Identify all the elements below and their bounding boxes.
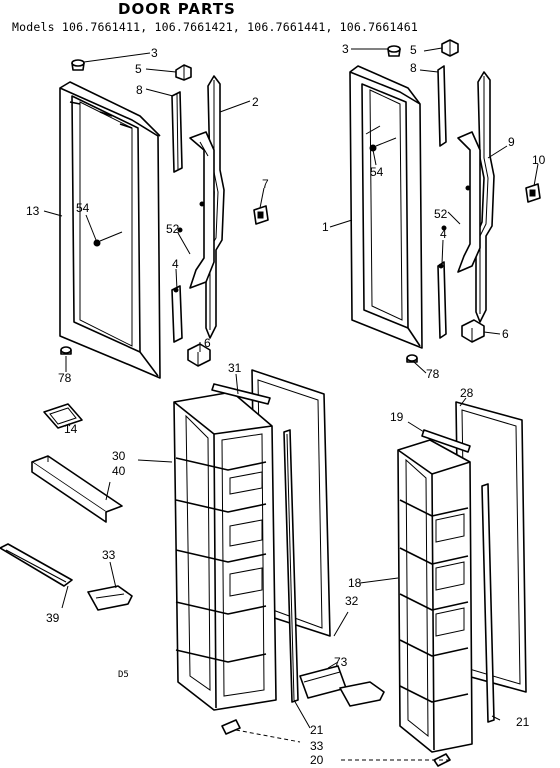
callout-39: 39 — [46, 611, 60, 625]
hinge-bracket-right — [461, 319, 485, 343]
callout-20: 20 — [310, 753, 324, 767]
hinge-cap-right — [441, 39, 459, 57]
callout-54-left: 54 — [76, 201, 90, 215]
callout-21-bottom: 21 — [310, 723, 324, 737]
hinge-pin-top-right — [387, 45, 401, 57]
diagram-code: D5 — [118, 670, 129, 680]
bushing-78-right — [406, 354, 418, 363]
liner-trim-19 — [421, 429, 471, 453]
clip-10 — [525, 183, 541, 203]
shelf-clip-33-bottom — [339, 681, 385, 707]
models-line: Models 106.7661411, 106.7661421, 106.766… — [12, 20, 419, 34]
callout-54-right: 54 — [370, 165, 384, 179]
page-title: DOOR PARTS — [118, 0, 236, 18]
bushing-78-left — [60, 346, 72, 355]
callout-31: 31 — [228, 361, 242, 375]
callout-21-right: 21 — [516, 715, 530, 729]
callout-33-left: 33 — [102, 548, 116, 562]
callout-8-right: 8 — [410, 61, 417, 75]
callout-5-right: 5 — [410, 43, 417, 57]
leader-lines — [43, 47, 539, 729]
fresh-food-door-outer — [349, 65, 423, 349]
callout-52-left: 52 — [166, 222, 180, 236]
callout-9: 9 — [508, 135, 515, 149]
liner-side-strip-21 — [481, 483, 495, 723]
callout-14: 14 — [64, 422, 78, 436]
dairy-door-73 — [299, 665, 347, 699]
callout-3-left: 3 — [151, 46, 158, 60]
fresh-food-door-liner — [397, 439, 473, 753]
callout-4-right: 4 — [440, 227, 447, 241]
callout-5-left: 5 — [135, 62, 142, 76]
callout-73: 73 — [334, 655, 348, 669]
callout-3-right: 3 — [342, 42, 349, 56]
handle-trim-top-right — [437, 65, 447, 147]
callout-13: 13 — [26, 204, 40, 218]
callout-2: 2 — [252, 95, 259, 109]
handle-trim-bottom-right — [437, 261, 447, 339]
handle-left — [177, 131, 215, 289]
dashed-leader-lines — [235, 729, 450, 761]
hinge-cap-left — [175, 64, 192, 81]
callout-32: 32 — [345, 594, 359, 608]
freezer-door-liner — [173, 391, 277, 711]
handle-right — [441, 131, 481, 273]
handle-trim-bottom-left — [171, 285, 183, 343]
clip-7 — [253, 205, 269, 225]
freezer-liner-trim-strip — [211, 383, 299, 703]
callout-40: 40 — [112, 464, 126, 478]
callout-6-right: 6 — [502, 327, 509, 341]
callout-10: 10 — [532, 153, 546, 167]
callout-6-left: 6 — [204, 336, 211, 350]
freezer-door-outer — [59, 81, 161, 379]
callout-78-right: 78 — [426, 367, 440, 381]
callout-18: 18 — [348, 576, 362, 590]
callout-8-left: 8 — [136, 83, 143, 97]
callout-52-right: 52 — [434, 207, 448, 221]
hinge-pin-top-left — [71, 59, 85, 71]
callout-30: 30 — [112, 449, 126, 463]
callout-28: 28 — [460, 386, 474, 400]
callout-4-left: 4 — [172, 257, 179, 271]
callout-19: 19 — [390, 410, 404, 424]
ice-tray-14 — [43, 403, 83, 429]
handle-trim-top-left — [171, 91, 183, 173]
door-shelf-40 — [31, 455, 123, 523]
shelf-clip-33-left — [87, 585, 133, 611]
callout-1: 1 — [322, 220, 329, 234]
shelf-retainer-39 — [0, 543, 73, 587]
callout-7: 7 — [262, 177, 269, 191]
callout-78-left: 78 — [58, 371, 72, 385]
callout-33-bottom: 33 — [310, 739, 324, 753]
